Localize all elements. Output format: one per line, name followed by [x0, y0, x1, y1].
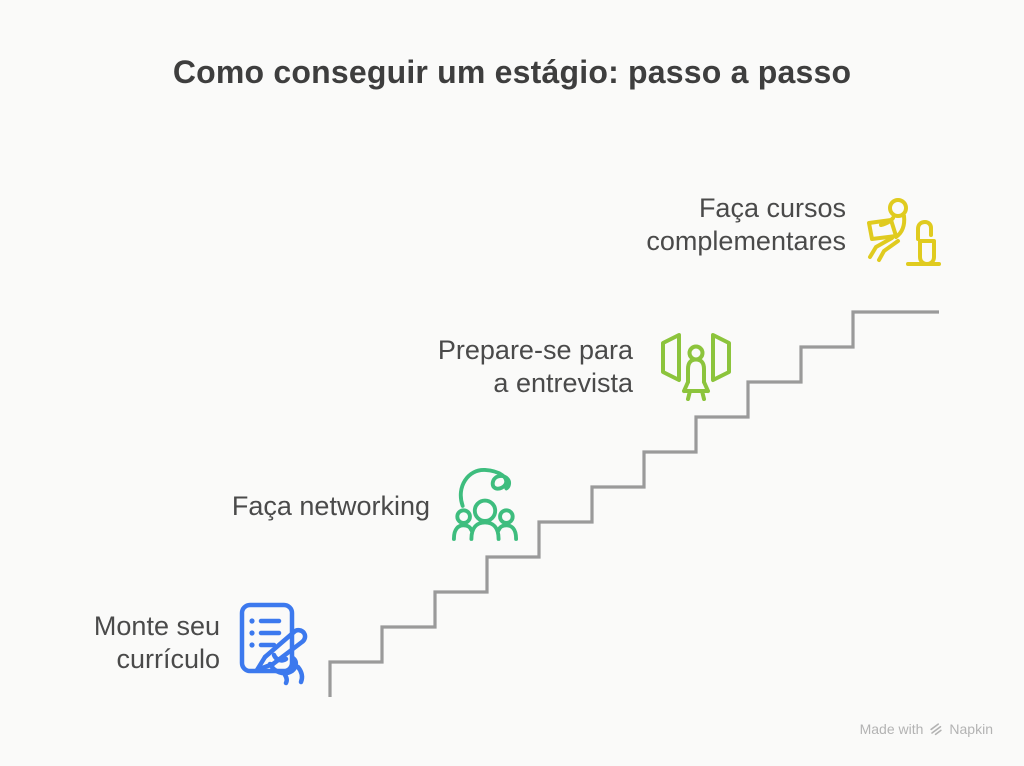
interview-person-icon	[657, 330, 735, 404]
made-with-text: Made with	[859, 721, 924, 737]
page-title: Como conseguir um estágio: passo a passo	[172, 54, 852, 90]
step-label-prepare-se-entrevista: Prepare-se para a entrevista	[438, 334, 633, 400]
step-label-line: Monte seu	[93, 611, 220, 641]
step-label-line: Faça cursos	[698, 193, 846, 223]
step-label-monte-seu-curriculo: Monte seu currículo	[94, 610, 220, 676]
brand-text: Napkin	[949, 721, 993, 737]
step-label-faca-networking: Faça networking	[232, 490, 430, 523]
resume-writing-icon	[237, 600, 321, 686]
step-label-faca-cursos-complementares: Faça cursos complementares	[646, 192, 846, 258]
step-label-line: currículo	[116, 644, 220, 674]
people-network-icon	[451, 463, 519, 543]
step-label-line: Prepare-se para	[437, 335, 633, 365]
watermark: Made with Napkin	[860, 721, 993, 737]
step-label-line: complementares	[646, 226, 846, 256]
step-label-line: Faça networking	[231, 491, 430, 521]
person-laptop-icon	[862, 194, 942, 268]
napkin-logo-icon	[930, 723, 943, 736]
step-label-line: a entrevista	[493, 368, 633, 398]
